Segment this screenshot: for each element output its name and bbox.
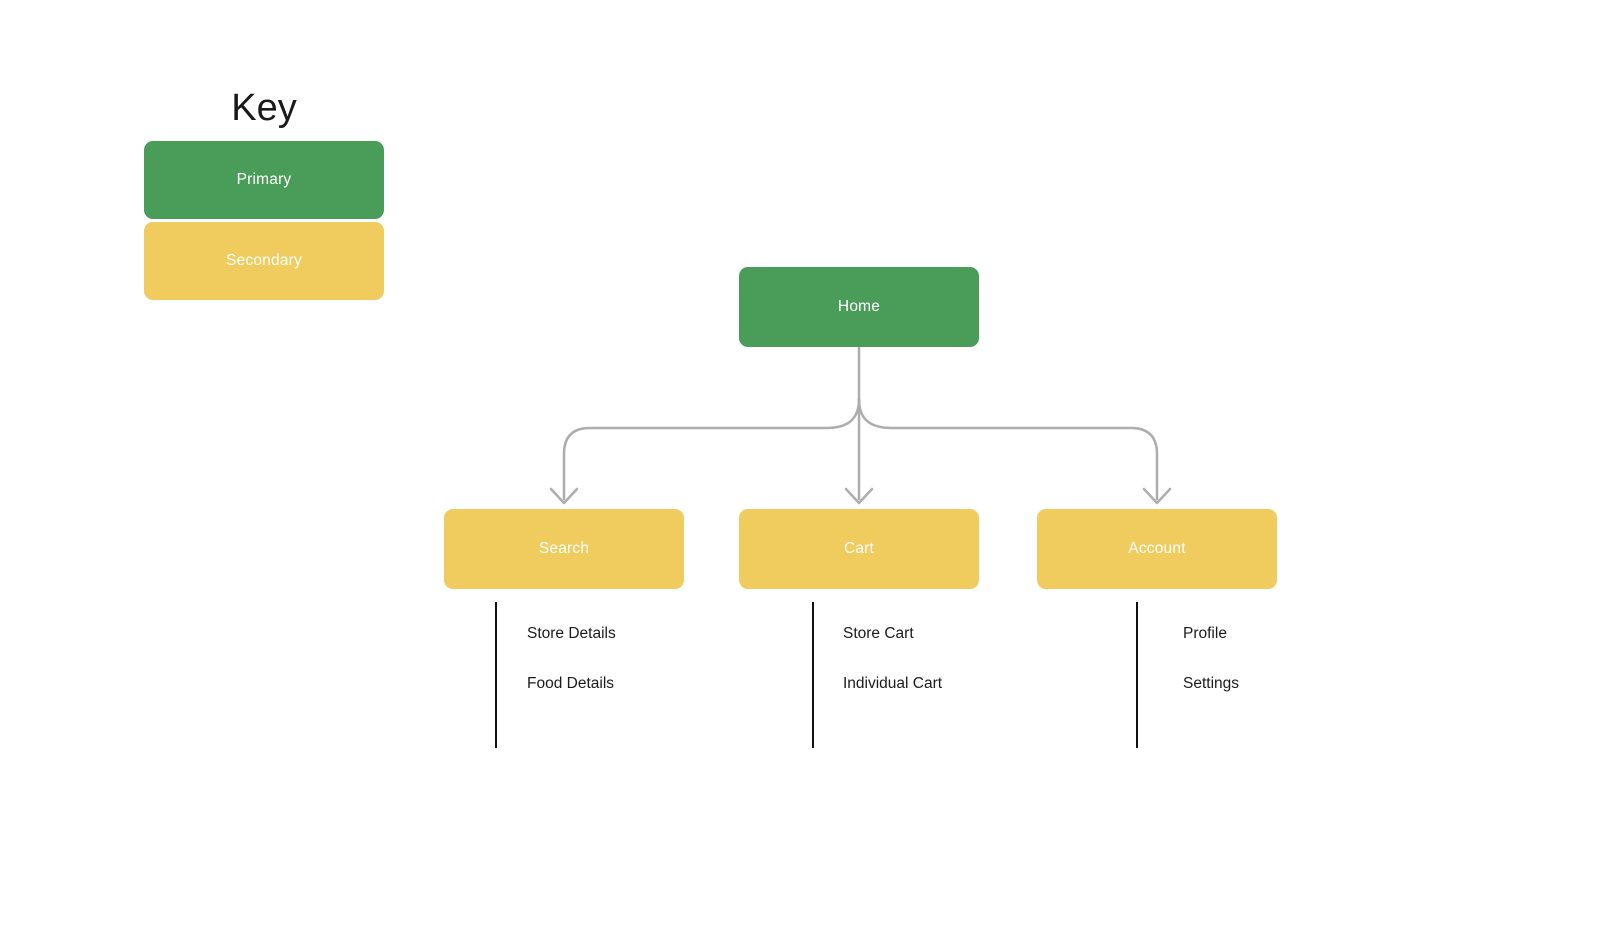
node-search-label: Search	[538, 540, 590, 557]
children-divider-search	[495, 602, 497, 748]
arrowhead-account-icon	[1142, 487, 1172, 505]
child-item-profile: Profile	[1183, 625, 1227, 642]
legend-node-secondary-label: Secondary	[226, 252, 302, 269]
key-title: Key	[231, 87, 297, 129]
legend-node-secondary: Secondary	[144, 222, 384, 300]
node-account: Account	[1037, 509, 1277, 589]
children-divider-cart	[812, 602, 814, 748]
arrowhead-search-icon	[549, 487, 579, 505]
arrowhead-cart-icon	[844, 487, 874, 505]
node-cart-label: Cart	[843, 540, 875, 557]
child-item-food-details: Food Details	[527, 675, 615, 692]
child-item-store-cart: Store Cart	[843, 625, 914, 642]
children-divider-account	[1136, 602, 1138, 748]
connector-home-search	[562, 397, 861, 501]
node-cart: Cart	[739, 509, 979, 589]
node-home-label: Home	[837, 298, 881, 315]
node-search: Search	[444, 509, 684, 589]
legend-node-primary-label: Primary	[236, 171, 292, 188]
child-item-settings: Settings	[1183, 675, 1240, 692]
child-item-store-details: Store Details	[527, 625, 616, 642]
connector-home-account	[857, 397, 1159, 501]
child-item-individual-cart: Individual Cart	[843, 675, 943, 692]
node-account-label: Account	[1128, 540, 1186, 557]
legend-node-primary: Primary	[144, 141, 384, 219]
node-home: Home	[739, 267, 979, 347]
